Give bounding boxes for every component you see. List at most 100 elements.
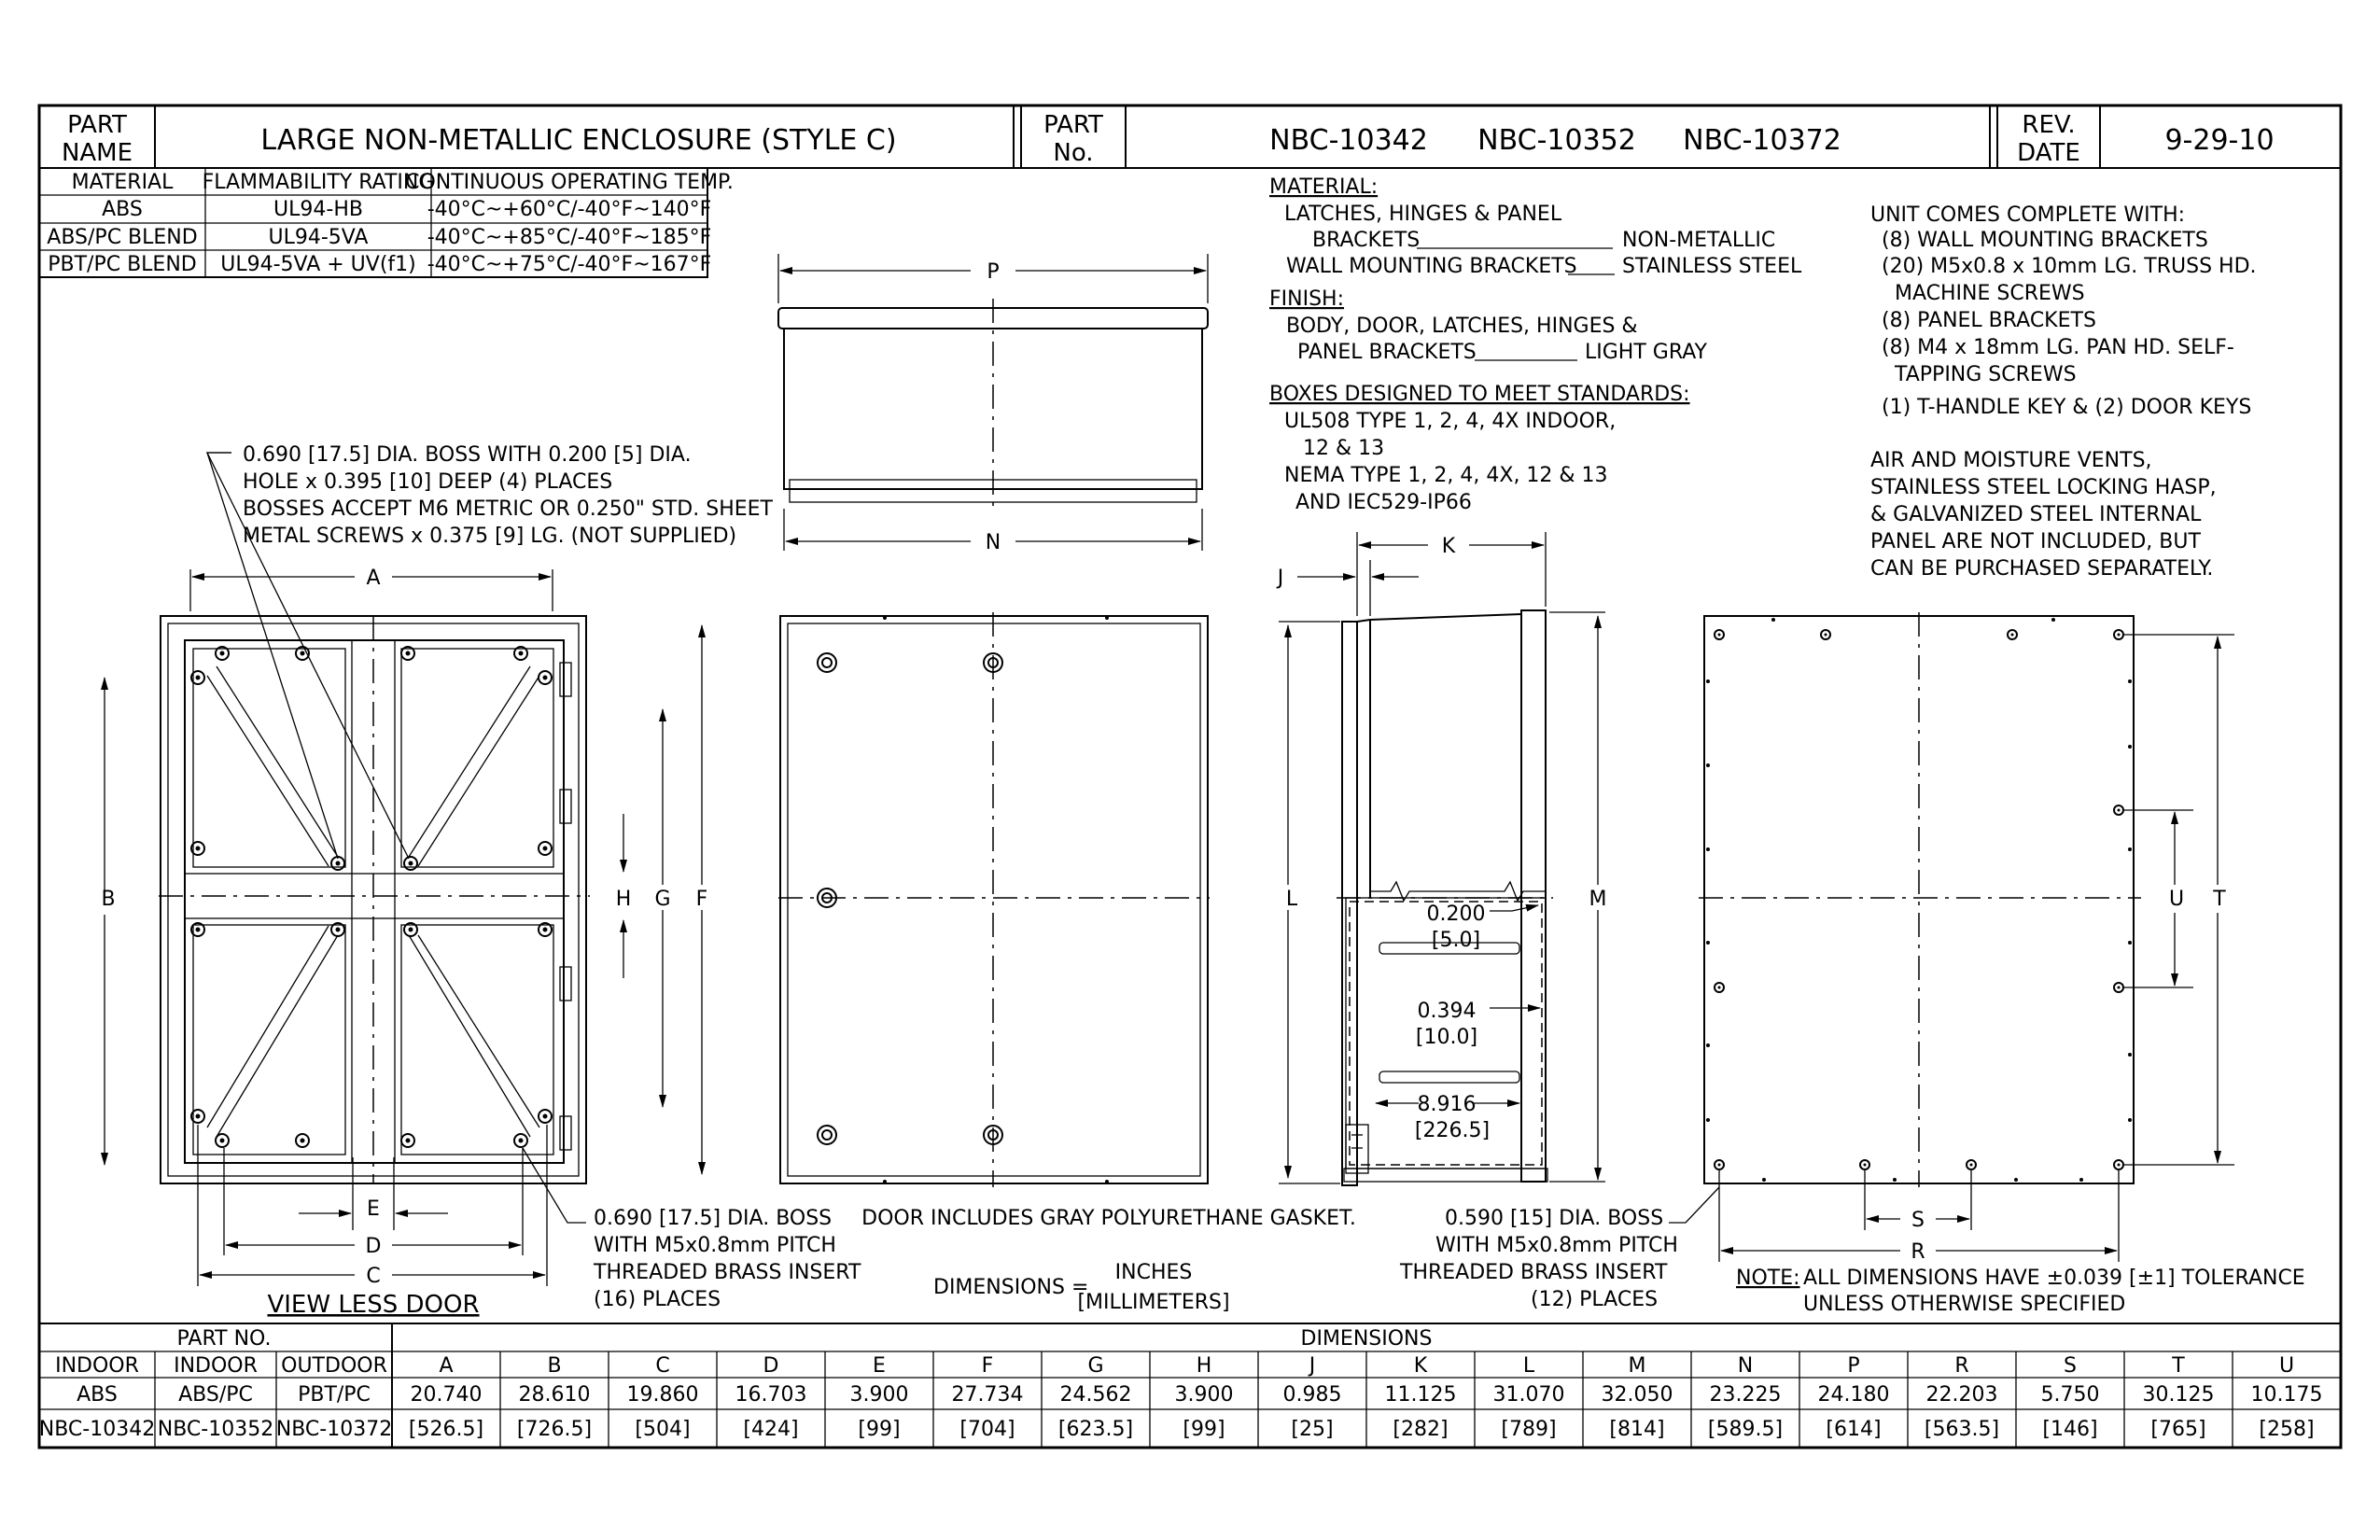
finish-line: PANEL BRACKETS [1297, 341, 1477, 364]
material-line: STAINLESS STEEL [1622, 255, 1802, 278]
side-view: L M J K [1276, 532, 1606, 1186]
vent-line: AIR AND MOISTURE VENTS, [1870, 449, 2152, 472]
dim-mm-cell: [146] [2042, 1418, 2097, 1441]
dim-mm-cell: [726.5] [517, 1418, 592, 1441]
dim-inch-cell: 30.125 [2143, 1383, 2215, 1407]
dim-e-label: E [367, 1197, 380, 1221]
dim-mm-cell: [789] [1501, 1418, 1556, 1441]
side-dim-value: 8.916 [1418, 1093, 1477, 1116]
dim-letter-cell: S [2064, 1354, 2077, 1378]
dim-s-label: S [1911, 1209, 1925, 1232]
dim-mm-cell: [704] [959, 1418, 1015, 1441]
dim-mm-cell: [814] [1609, 1418, 1664, 1441]
title-block: PART NAME LARGE NON-METALLIC ENCLOSURE (… [39, 105, 2341, 169]
dim-inch-cell: 24.562 [1060, 1383, 1132, 1407]
unit-line: MACHINE SCREWS [1895, 282, 2085, 305]
dim-mm-cell: [99] [1183, 1418, 1225, 1441]
boss-circles [190, 646, 553, 1148]
dim-mm-cell: [258] [2259, 1418, 2314, 1441]
dim-mm-cell: [526.5] [409, 1418, 483, 1441]
dim-letter-cell: N [1738, 1354, 1753, 1378]
material-header: MATERIAL [72, 171, 174, 194]
dim-inch-cell: 20.740 [411, 1383, 483, 1407]
material-table: MATERIAL FLAMMABILITY RATING CONTINUOUS … [38, 167, 734, 278]
dim-j-label: J [1276, 567, 1284, 590]
dim-mm-cell: [282] [1393, 1418, 1448, 1441]
dim-a-label: A [366, 567, 380, 590]
temp-cell: -40°C~+85°C/-40°F~185°F [427, 226, 712, 249]
dim-inch-cell: 28.610 [519, 1383, 591, 1407]
dim-letter-cell: G [1087, 1354, 1103, 1378]
dimension-columns: A20.740[526.5]B28.610[726.5]C19.860[504]… [409, 1351, 2323, 1448]
vent-line: & GALVANIZED STEEL INTERNAL [1870, 503, 2202, 526]
part-number-2: NBC-10352 [1477, 124, 1636, 157]
dim-inch-cell: 10.175 [2251, 1383, 2323, 1407]
side-dim-value: 0.200 [1427, 903, 1486, 926]
door-view [778, 612, 1210, 1187]
dim-u-label: U [2169, 888, 2184, 911]
dim-inch-cell: 16.703 [735, 1383, 807, 1407]
dim-letter-cell: P [1847, 1354, 1859, 1378]
callout-line: THREADED BRASS INSERT [1399, 1261, 1668, 1284]
standards-line: AND IEC529-IP66 [1295, 491, 1472, 514]
dim-k-label: K [1442, 535, 1456, 558]
callout-line: 0.690 [17.5] DIA. BOSS WITH 0.200 [5] DI… [243, 443, 692, 467]
dim-p-label: P [987, 260, 999, 284]
rev-label-2: DATE [2017, 139, 2080, 167]
callout-line: BOSSES ACCEPT M6 METRIC OR 0.250" STD. S… [243, 497, 774, 521]
rev-date: 9-29-10 [2164, 124, 2274, 157]
material-cell: ABS/PC BLEND [47, 226, 197, 249]
dim-letter-cell: E [873, 1354, 886, 1378]
dim-mm-cell: [614] [1826, 1418, 1881, 1441]
door-lock-circles [817, 652, 1003, 1145]
view-less-door [159, 615, 590, 1184]
tolerance-label: NOTE: [1736, 1267, 1800, 1290]
part-number-cell: NBC-10352 [158, 1418, 273, 1441]
dim-mm-cell: [589.5] [1708, 1418, 1783, 1441]
dim-inch-cell: 24.180 [1818, 1383, 1890, 1407]
dim-h-label: H [616, 888, 632, 911]
vent-line: CAN BE PURCHASED SEPARATELY. [1870, 557, 2213, 581]
flammability-cell: UL94-5VA + UV(f1) [220, 253, 415, 276]
standards-line: 12 & 13 [1303, 437, 1384, 460]
temp-cell: -40°C~+75°C/-40°F~167°F [427, 253, 712, 276]
part-type-cell: INDOOR [55, 1354, 139, 1378]
side-dim-value: [10.0] [1416, 1026, 1477, 1049]
dims-mm: [MILLIMETERS] [1077, 1291, 1229, 1314]
top-view: P N [777, 254, 1209, 554]
standards-line: UL508 TYPE 1, 2, 4, 4X INDOOR, [1284, 410, 1616, 433]
material-line: LATCHES, HINGES & PANEL [1284, 203, 1562, 226]
part-number-cell: NBC-10372 [276, 1418, 392, 1441]
dim-inch-cell: 11.125 [1385, 1383, 1457, 1407]
callout-line: 0.690 [17.5] DIA. BOSS [594, 1207, 832, 1230]
callout-line: HOLE x 0.395 [10] DEEP (4) PLACES [243, 470, 612, 494]
dim-letter-cell: J [1308, 1354, 1316, 1378]
callout-line: WITH M5x0.8mm PITCH [594, 1234, 836, 1257]
dim-letter-cell: U [2279, 1354, 2294, 1378]
side-view-dim-notes: 0.200 [5.0] 0.394 [10.0] 8.916 [226.5] [1415, 903, 1490, 1142]
dim-mm-cell: [765] [2150, 1418, 2205, 1441]
finish-line: LIGHT GRAY [1585, 341, 1708, 364]
part-name-label-2: NAME [62, 139, 133, 167]
callout-line: WITH M5x0.8mm PITCH [1435, 1234, 1678, 1257]
standards-line: NEMA TYPE 1, 2, 4, 4X, 12 & 13 [1284, 464, 1608, 487]
unit-line: TAPPING SCREWS [1894, 363, 2077, 386]
part-name-label: PART [67, 111, 127, 139]
dim-g-label: G [654, 888, 670, 911]
part-type-cell: OUTDOOR [281, 1354, 387, 1378]
dim-n-label: N [986, 531, 1001, 554]
view-less-door-dimensions: A B F G H E D C [101, 567, 707, 1288]
dim-mm-cell: [623.5] [1058, 1418, 1133, 1441]
boss-callout-bottom: 0.690 [17.5] DIA. BOSS WITH M5x0.8mm PIT… [593, 1207, 861, 1311]
dim-inch-cell: 31.070 [1493, 1383, 1565, 1407]
part-material-cell: ABS [77, 1383, 118, 1407]
part-type-cell: INDOOR [174, 1354, 258, 1378]
dim-letter-cell: A [439, 1354, 453, 1378]
flammability-header: FLAMMABILITY RATING [203, 171, 435, 194]
dim-r-label: R [1911, 1240, 1925, 1264]
edge-dots [1706, 618, 2132, 1182]
callout-line: METAL SCREWS x 0.375 [9] LG. (NOT SUPPLI… [243, 525, 736, 548]
rev-label: REV. [2022, 111, 2075, 139]
dim-letter-cell: T [2171, 1354, 2185, 1378]
standards-heading: BOXES DESIGNED TO MEET STANDARDS: [1269, 383, 1690, 406]
